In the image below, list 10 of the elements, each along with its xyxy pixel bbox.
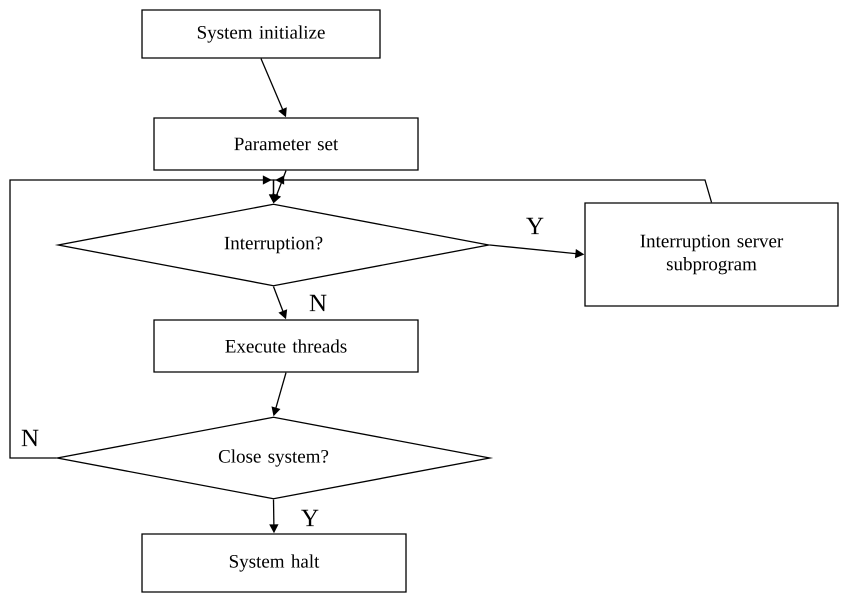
- process-box: Execute threads: [153, 319, 419, 373]
- edge-label: N: [310, 294, 326, 312]
- edge-label: Y: [526, 218, 544, 234]
- process-box: Parameter set: [153, 117, 419, 171]
- process-box: System initialize: [141, 9, 381, 59]
- process-box: Interruption server subprogram: [584, 202, 839, 307]
- edge-label: N: [22, 430, 38, 446]
- edge-label: Y: [301, 510, 318, 526]
- process-box: System halt: [141, 533, 407, 593]
- arrow: [9, 175, 278, 459]
